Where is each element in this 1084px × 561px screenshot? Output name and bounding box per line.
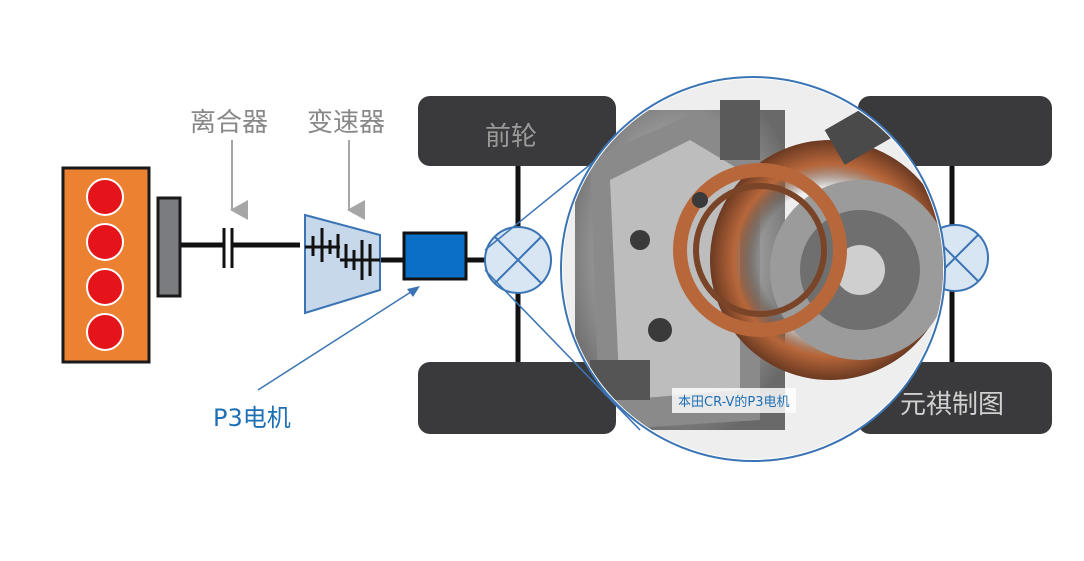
gearbox-label: 变速器 bbox=[307, 108, 386, 138]
p3-motor bbox=[402, 231, 468, 281]
engine bbox=[61, 166, 151, 364]
motor-pointer bbox=[257, 289, 415, 391]
cylinder-2 bbox=[86, 223, 124, 261]
front-differential bbox=[484, 226, 552, 294]
watermark: 元祺制图 bbox=[900, 390, 1005, 420]
clutch-label: 离合器 bbox=[190, 108, 269, 138]
zoom-line-bottom bbox=[484, 269, 641, 431]
cylinder-1 bbox=[86, 178, 124, 216]
clutch bbox=[222, 228, 234, 268]
photo-caption: 本田CR-V的P3电机 bbox=[672, 388, 796, 413]
p3-motor-label: P3电机 bbox=[213, 404, 291, 432]
front-wheel-label: 前轮 bbox=[485, 122, 538, 152]
cylinder-3 bbox=[86, 268, 124, 306]
front-right-wheel bbox=[858, 96, 1052, 166]
flywheel bbox=[156, 196, 182, 298]
motor-pointer-head bbox=[407, 286, 420, 297]
front-left-wheel bbox=[418, 96, 616, 166]
cylinder-4 bbox=[86, 313, 124, 351]
rear-left-wheel bbox=[418, 362, 616, 434]
gearbox bbox=[304, 213, 381, 315]
